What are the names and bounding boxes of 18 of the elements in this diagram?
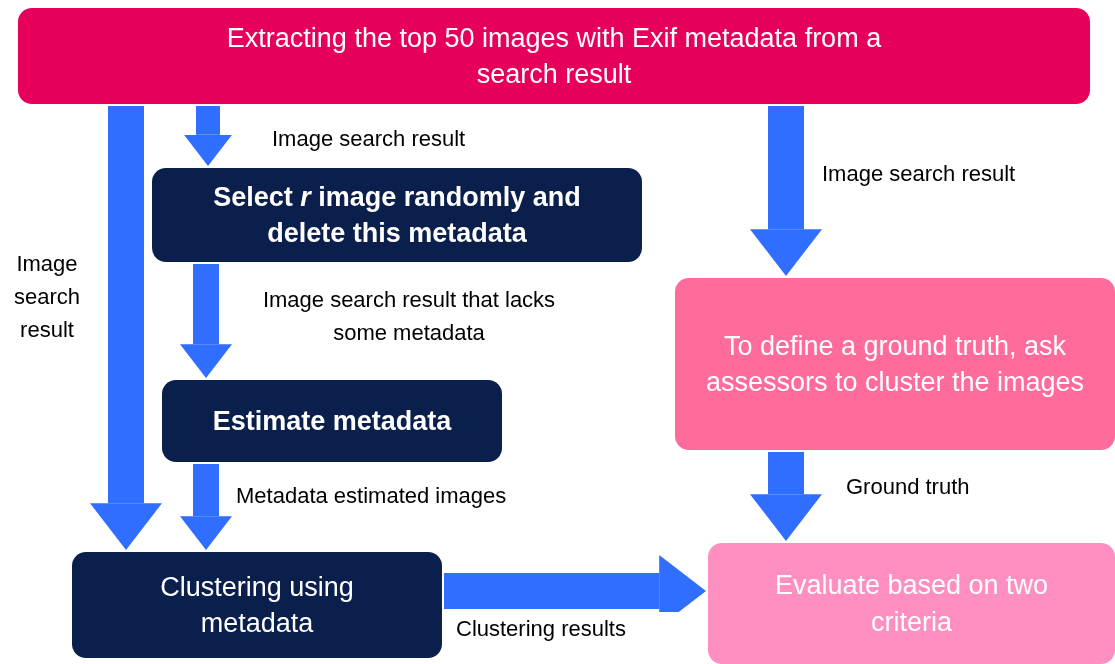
process-box [72, 552, 442, 658]
process-box [152, 168, 642, 262]
block-arrow [750, 452, 822, 541]
process-box [18, 8, 1090, 104]
node-label: Estimate metadata [211, 404, 453, 438]
node-label: Extracting the top 50 images with Exif metadata from a search result [225, 21, 883, 91]
node-label: Clustering using metadata [159, 570, 355, 640]
node-label: Select r image randomly and delete this metadata [212, 180, 582, 250]
node-label: To define a ground truth, ask assessors to cluster the images [704, 329, 1086, 399]
process-box [675, 278, 1115, 450]
process-box [162, 380, 502, 462]
block-arrow [180, 464, 232, 550]
block-arrow [180, 264, 232, 378]
block-arrow [184, 106, 232, 166]
block-arrow [90, 106, 162, 550]
node-label: Evaluate based on two criteria [773, 569, 1050, 639]
process-box [708, 543, 1115, 664]
block-arrow [750, 106, 822, 276]
